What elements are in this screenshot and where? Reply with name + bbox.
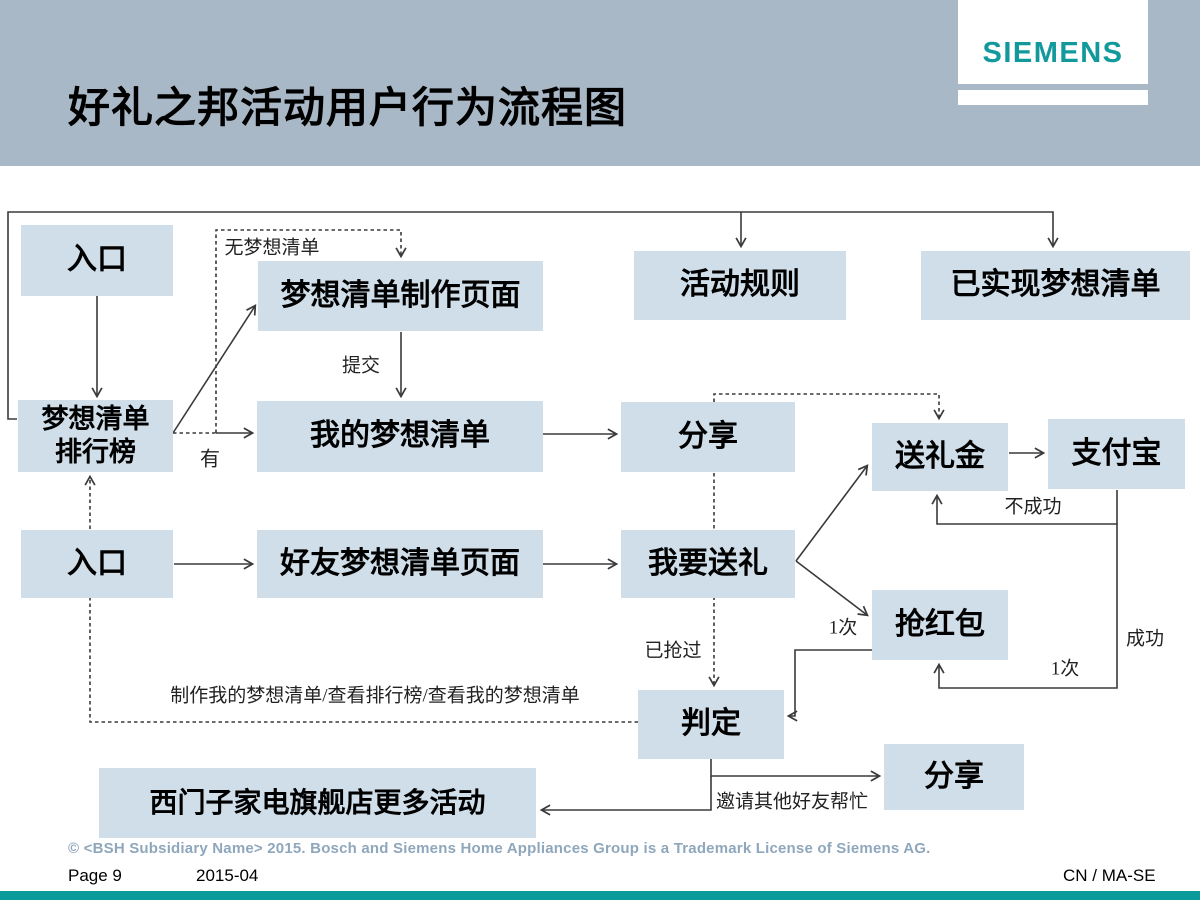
- edge-alipay-fail-return: [931, 490, 1118, 525]
- flowchart-canvas: 入口梦想清单制作页面活动规则已实现梦想清单梦想清单 排行榜我的梦想清单分享送礼金…: [0, 166, 1200, 892]
- edge-label: 不成功: [1004, 496, 1062, 518]
- siemens-logo-box: SIEMENS: [958, 0, 1148, 84]
- node-entry-bottom: 入口: [21, 530, 173, 598]
- edge-label: 制作我的梦想清单/查看排行榜/查看我的梦想清单: [170, 685, 580, 707]
- footer-date: 2015-04: [196, 866, 259, 885]
- slide-title: 好礼之邦活动用户行为流程图: [68, 84, 628, 131]
- node-i-send-gift: 我要送礼: [621, 530, 795, 598]
- footer-copyright: © <BSH Subsidiary Name> 2015. Bosch and …: [68, 840, 931, 857]
- footer-page-number: Page 9: [68, 866, 122, 885]
- edge-sendgift-to-redpacket: [795, 560, 869, 617]
- edge-judge-to-share2: [710, 759, 882, 782]
- edge-outer-bracket: [7, 211, 1059, 420]
- node-realized-list: 已实现梦想清单: [921, 251, 1190, 320]
- logo-underline-bar: [958, 90, 1148, 105]
- edge-alipay-success-return: [933, 524, 1118, 689]
- edge-share-to-giftmoney: [713, 393, 945, 421]
- node-rules: 活动规则: [634, 251, 846, 320]
- siemens-logo-text: SIEMENS: [982, 37, 1124, 69]
- edge-label: 成功: [1125, 628, 1165, 650]
- edge-judge-to-store: [539, 776, 712, 816]
- node-share-1: 分享: [621, 402, 795, 472]
- edge-label: 已抢过: [644, 640, 702, 662]
- edge-label: 有: [200, 448, 220, 471]
- node-create-page: 梦想清单制作页面: [258, 261, 543, 331]
- edge-label: 提交: [341, 355, 381, 377]
- node-judge: 判定: [638, 690, 784, 759]
- edge-redpacket-to-judge: [786, 649, 872, 722]
- footer-doc-code: CN / MA-SE: [1063, 866, 1156, 885]
- node-alipay: 支付宝: [1048, 419, 1185, 489]
- node-friend-list-page: 好友梦想清单页面: [257, 530, 543, 598]
- edge-label: 无梦想清单: [224, 237, 320, 259]
- node-red-packet: 抢红包: [872, 590, 1008, 660]
- edge-no-dreamlist-branch: [215, 229, 407, 433]
- edge-label: 邀请其他好友帮忙: [715, 791, 869, 813]
- node-gift-money: 送礼金: [872, 423, 1008, 491]
- node-share-2: 分享: [884, 744, 1024, 810]
- edge-sendgift-to-giftmoney: [795, 464, 869, 562]
- bottom-accent-bar: [0, 891, 1200, 900]
- edge-label: 1次: [828, 617, 858, 639]
- edge-label: 1次: [1050, 658, 1080, 680]
- node-my-list: 我的梦想清单: [257, 401, 543, 472]
- node-store-more: 西门子家电旗舰店更多活动: [99, 768, 536, 838]
- node-entry-top: 入口: [21, 225, 173, 296]
- node-ranking: 梦想清单 排行榜: [18, 400, 173, 472]
- edge-ranking-to-create-page: [172, 304, 257, 434]
- flowchart-edges: [7, 211, 1118, 816]
